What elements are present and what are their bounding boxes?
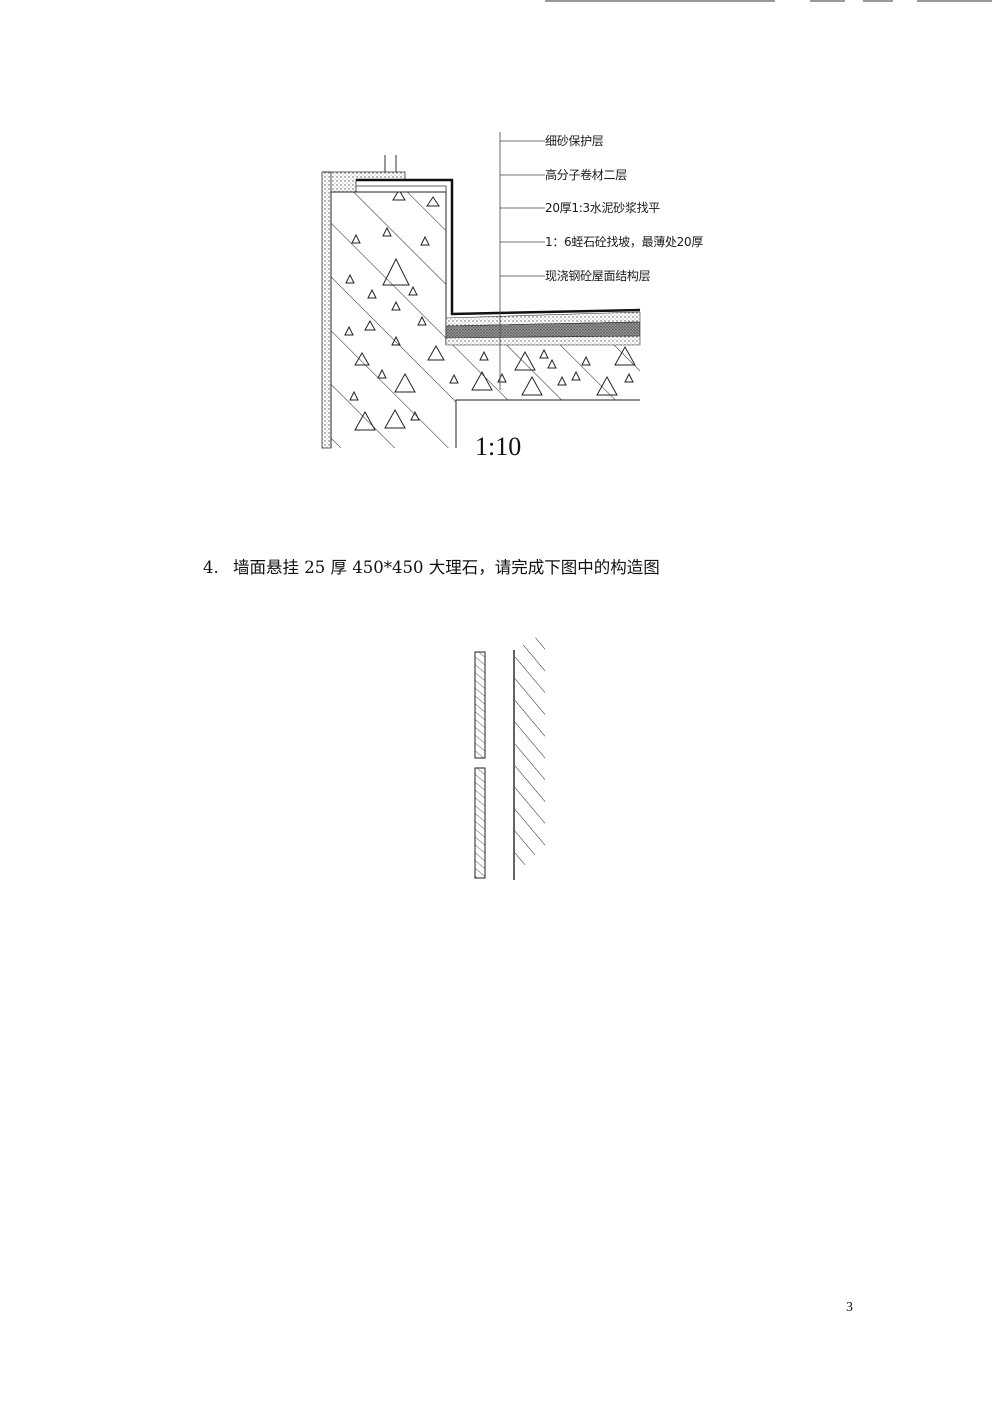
layer-label-polymer-membrane: 高分子卷材二层 xyxy=(545,168,627,182)
marble-cladding-figure xyxy=(465,630,555,885)
question-text: 墙面悬挂 25 厚 450*450 大理石，请完成下图中的构造图 xyxy=(233,558,660,577)
scan-artifact-top xyxy=(545,0,992,4)
question-number: 4. xyxy=(203,558,219,577)
scale-label: 1:10 xyxy=(475,432,522,461)
page-number: 3 xyxy=(846,1300,853,1315)
layer-label-vermiculite-slope: 1：6蛭石砼找坡，最薄处20厚 xyxy=(545,235,704,249)
layer-label-fine-sand: 细砂保护层 xyxy=(545,134,604,148)
layer-label-rc-structure: 现浇钢砼屋面结构层 xyxy=(545,269,651,283)
roof-parapet-detail-figure: 细砂保护层 高分子卷材二层 20厚1:3水泥砂浆找平 1：6蛭石砼找坡，最薄处2… xyxy=(318,130,738,470)
cladding-section-drawing xyxy=(474,632,545,880)
roof-section-drawing xyxy=(321,132,641,449)
layer-label-cement-screed: 20厚1:3水泥砂浆找平 xyxy=(545,201,660,215)
question-4: 4. 墙面悬挂 25 厚 450*450 大理石，请完成下图中的构造图 xyxy=(203,557,660,579)
